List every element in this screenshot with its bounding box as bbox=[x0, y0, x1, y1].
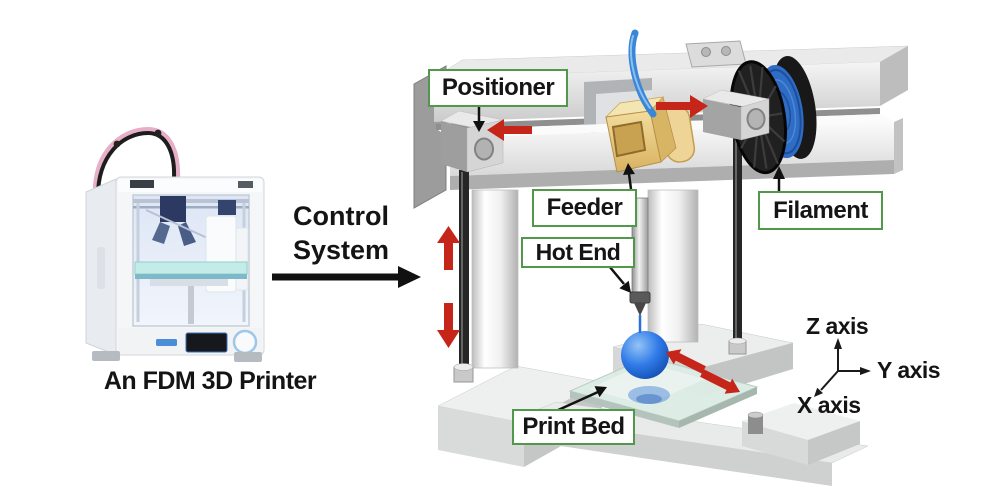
fdm-printer-photo bbox=[85, 126, 265, 362]
hot-end-pointer bbox=[608, 265, 631, 293]
control-system-line1: Control bbox=[293, 201, 389, 231]
filament-pointer bbox=[773, 166, 785, 191]
feeder-pointer bbox=[623, 163, 635, 190]
z-axis-label: Z axis bbox=[806, 313, 869, 339]
y-axis-label: Y axis bbox=[877, 357, 941, 383]
red-down-arrow bbox=[437, 303, 460, 348]
print-bed-pointer bbox=[555, 386, 607, 413]
label-positioner: Positioner bbox=[428, 69, 568, 107]
label-filament: Filament bbox=[758, 191, 883, 230]
left-rod bbox=[453, 170, 474, 383]
label-print-bed: Print Bed bbox=[512, 409, 635, 445]
feeder-box bbox=[604, 96, 696, 173]
positioner-pointer bbox=[473, 106, 485, 132]
control-system-text: Control System bbox=[293, 199, 389, 267]
label-hot-end: Hot End bbox=[521, 237, 635, 268]
red-right-arrow bbox=[656, 95, 708, 118]
x-axis-label: X axis bbox=[797, 392, 861, 418]
red-up-arrow bbox=[437, 226, 460, 270]
bowden-tube bbox=[628, 29, 657, 118]
left-positioner-block bbox=[440, 110, 504, 173]
printed-sphere bbox=[621, 331, 669, 379]
control-flow-arrow bbox=[272, 266, 421, 288]
control-system-line2: System bbox=[293, 235, 390, 265]
left-column bbox=[471, 189, 519, 369]
center-column bbox=[647, 189, 699, 343]
red-bed-arrow-downright bbox=[700, 369, 740, 394]
axis-triad bbox=[814, 338, 871, 397]
gantry-top-plate bbox=[685, 40, 747, 68]
red-left-arrow bbox=[487, 119, 532, 141]
right-positioner-block bbox=[702, 89, 770, 141]
printer-caption: An FDM 3D Printer bbox=[103, 367, 317, 395]
label-feeder: Feeder bbox=[532, 189, 637, 227]
red-bed-arrow-upleft bbox=[666, 349, 706, 374]
bowden-arc bbox=[92, 126, 181, 204]
right-rod bbox=[728, 130, 747, 355]
